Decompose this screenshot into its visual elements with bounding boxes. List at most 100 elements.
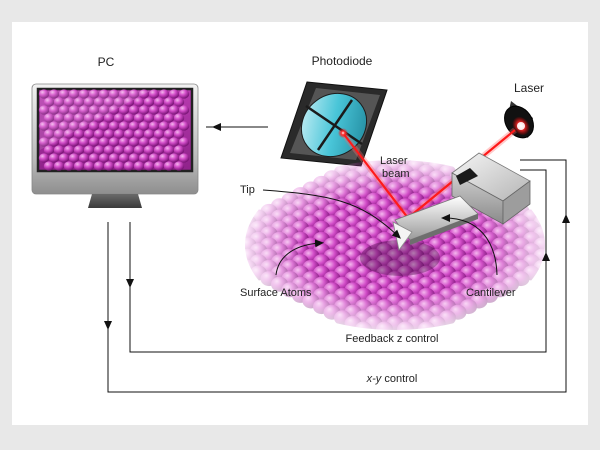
screen-atom bbox=[158, 89, 170, 99]
screen-atom bbox=[118, 137, 130, 147]
screen-atom bbox=[138, 137, 150, 147]
screen-atom bbox=[178, 121, 190, 131]
screen-atom bbox=[88, 89, 100, 99]
feedback-z-label: Feedback z control bbox=[346, 333, 439, 345]
screen-atom bbox=[138, 105, 150, 115]
screen-atom bbox=[88, 121, 100, 131]
screen-atom bbox=[88, 153, 100, 163]
screen-atom bbox=[48, 137, 60, 147]
screen-atom bbox=[113, 129, 125, 139]
screen-atom bbox=[68, 153, 80, 163]
screen-atom bbox=[93, 161, 105, 171]
screen-atom bbox=[68, 137, 80, 147]
screen-atom bbox=[83, 129, 95, 139]
screen-atom bbox=[98, 121, 110, 131]
screen-atom bbox=[43, 129, 55, 139]
feedback-z-loop bbox=[126, 169, 550, 353]
screen-atom bbox=[93, 129, 105, 139]
screen-atom bbox=[78, 105, 90, 115]
screen-atom bbox=[128, 89, 140, 99]
screen-atom bbox=[123, 97, 135, 107]
laser-beam-label-line2: beam bbox=[382, 168, 410, 180]
screen-atom bbox=[38, 153, 50, 163]
screen-atom bbox=[58, 153, 70, 163]
screen-atom bbox=[173, 113, 185, 123]
screen-atom bbox=[43, 161, 55, 171]
screen-atom bbox=[38, 105, 50, 115]
screen-atom bbox=[133, 145, 145, 155]
screen-atom bbox=[158, 105, 170, 115]
screen-atom bbox=[83, 145, 95, 155]
screen-atom bbox=[38, 89, 50, 99]
screen-atom bbox=[38, 137, 50, 147]
screen-atom bbox=[158, 121, 170, 131]
screen-atom bbox=[143, 129, 155, 139]
screen-atom bbox=[158, 153, 170, 163]
screen-atom bbox=[63, 129, 75, 139]
surface-atoms-pointer bbox=[275, 239, 324, 276]
screen-atom bbox=[143, 145, 155, 155]
screen-atom bbox=[83, 161, 95, 171]
cantilever-label: Cantilever bbox=[466, 287, 516, 299]
screen-atom bbox=[153, 161, 165, 171]
screen-atom bbox=[68, 121, 80, 131]
laser-label: Laser bbox=[514, 81, 544, 95]
screen-atom bbox=[138, 153, 150, 163]
screen-atom bbox=[128, 137, 140, 147]
screen-atom bbox=[123, 145, 135, 155]
monitor-stand bbox=[88, 194, 142, 208]
screen-atom bbox=[118, 105, 130, 115]
surface-atom bbox=[376, 321, 393, 337]
screen-atom bbox=[178, 89, 190, 99]
pc-monitor bbox=[31, 83, 199, 208]
screen-atom bbox=[53, 145, 65, 155]
screen-atom bbox=[78, 121, 90, 131]
screen-atom bbox=[128, 121, 140, 131]
screen-atom bbox=[98, 105, 110, 115]
screen-atom bbox=[118, 89, 130, 99]
screen-atom bbox=[153, 97, 165, 107]
screen-atom bbox=[108, 121, 120, 131]
screen-atom bbox=[103, 145, 115, 155]
tip-shadow bbox=[360, 240, 440, 276]
screen-atom bbox=[113, 113, 125, 123]
screen-atom bbox=[168, 137, 180, 147]
screen-atom bbox=[163, 161, 175, 171]
screen-atom bbox=[128, 153, 140, 163]
screen-atom bbox=[68, 105, 80, 115]
screen-atom bbox=[168, 105, 180, 115]
screen-atom bbox=[118, 153, 130, 163]
screen-atom bbox=[123, 161, 135, 171]
screen-atom bbox=[73, 161, 85, 171]
screen-atom bbox=[138, 89, 150, 99]
screen-atom bbox=[178, 153, 190, 163]
screen-atom bbox=[43, 145, 55, 155]
screen-atom bbox=[53, 161, 65, 171]
screen-atom bbox=[113, 97, 125, 107]
screen-atom bbox=[108, 105, 120, 115]
pc-label: PC bbox=[98, 55, 115, 69]
screen-atom bbox=[38, 121, 50, 131]
screen-atom bbox=[153, 113, 165, 123]
screen-atom bbox=[108, 153, 120, 163]
screen-atom bbox=[53, 97, 65, 107]
laser-beam-label-line1: Laser bbox=[380, 155, 408, 167]
photodiode-label: Photodiode bbox=[312, 54, 373, 68]
screen-atom bbox=[53, 113, 65, 123]
screen-atom bbox=[93, 113, 105, 123]
screen-atom bbox=[103, 97, 115, 107]
xy-control-label: x-y control bbox=[366, 373, 418, 385]
screen-atom bbox=[88, 105, 100, 115]
screen-atom bbox=[178, 105, 190, 115]
screen-atom bbox=[73, 129, 85, 139]
screen-atom bbox=[118, 121, 130, 131]
screen-atom bbox=[143, 97, 155, 107]
screen-atom bbox=[163, 113, 175, 123]
screen-atom bbox=[83, 97, 95, 107]
screen-atom bbox=[103, 129, 115, 139]
screen-atom bbox=[123, 129, 135, 139]
screen-atom bbox=[73, 97, 85, 107]
screen-atom bbox=[68, 89, 80, 99]
